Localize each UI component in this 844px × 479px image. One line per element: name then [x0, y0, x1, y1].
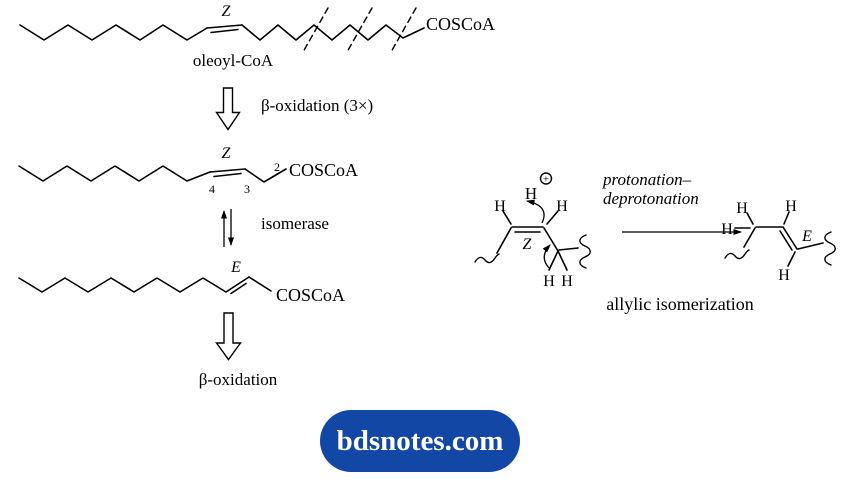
cis-double-bond-line1 [209, 168, 246, 173]
alkyl-chain-bond [248, 276, 272, 292]
down-block-arrow-icon [215, 312, 242, 361]
beta-oxidation-step2: β-oxidation [199, 312, 278, 389]
isomerase-label: isomerase [261, 214, 329, 233]
bond [743, 227, 756, 248]
curved-arrow-protonation-icon [526, 199, 545, 224]
proton-h-label: H [525, 184, 537, 203]
xi-squiggle-bond [824, 231, 836, 266]
carbon-number-4: 4 [209, 182, 215, 196]
mechanism-reaction-arrow-group: protonation– deprotonation [602, 170, 742, 235]
bond-h-vinyl-bottom [787, 251, 796, 267]
hydrogen-label: H [543, 273, 555, 290]
trans-double-bond-line1 [225, 276, 250, 293]
bond-ch2-hb [557, 250, 568, 271]
stereo-label-z: Z [222, 3, 232, 20]
bond-h-vinyl-right [546, 210, 559, 225]
reaction-title-line1: protonation– [602, 170, 692, 189]
hydrogen-label: H [721, 221, 733, 238]
step2-label: β-oxidation [199, 370, 278, 389]
down-block-arrow-icon [215, 87, 241, 131]
bond-h-vinyl-left [502, 210, 512, 225]
hydrogen-label: H [494, 198, 506, 215]
coscoa-label: COSCoA [289, 160, 358, 180]
bond [797, 242, 824, 250]
stereo-label-z: Z [222, 145, 232, 162]
hydrogen-label: H [561, 273, 573, 290]
step1-label: β-oxidation (3×) [261, 96, 373, 115]
stereo-label-e: E [801, 228, 812, 245]
oleoyl-coa-structure: Z COSCoA oleoyl-CoA [19, 3, 495, 70]
cleavage-dash-line [346, 7, 373, 53]
coscoa-label: COSCoA [276, 285, 345, 305]
mechanism-caption: allylic isomerization [606, 294, 753, 314]
cis-double-bond-line2 [210, 28, 239, 34]
plus-charge-circle-icon [539, 172, 553, 185]
alkyl-chain-bond [244, 168, 287, 183]
alkyl-chain-bond [19, 24, 208, 41]
mechanism-product: H H H H E [721, 198, 836, 284]
cis3-enoyl-coa-structure: Z 4 3 2 COSCoA [18, 145, 358, 196]
hydrogen-label: H [778, 267, 790, 284]
isomerase-step: isomerase [221, 209, 329, 247]
plus-charge-icon: + [543, 174, 549, 186]
bond-ch2-ha [548, 250, 559, 271]
squiggle-bond [724, 249, 750, 260]
bond [496, 227, 512, 254]
coscoa-label: COSCoA [426, 14, 495, 34]
xi-squiggle-bond [579, 234, 591, 269]
bond [543, 227, 559, 252]
stereo-label-z: Z [523, 236, 533, 253]
mechanism-reactant: + H H H Z H H [474, 172, 591, 290]
cis-double-bond-line2 [213, 172, 242, 178]
carbon-number-3: 3 [244, 182, 250, 196]
watermark-pill: bdsnotes.com [320, 410, 520, 472]
structure-name-label: oleoyl-CoA [193, 51, 274, 70]
cleavage-dash-line [302, 7, 329, 53]
reaction-title-line2: deprotonation [603, 189, 699, 208]
stereo-label-e: E [230, 259, 241, 276]
bond [558, 247, 579, 251]
trans2-enoyl-coa-structure: E COSCoA [18, 259, 345, 305]
alkyl-chain-bond [18, 165, 211, 182]
trans-double-bond-line1 [782, 226, 798, 250]
hydrogen-label: H [736, 200, 748, 217]
curved-arrow-deprotonation-icon [542, 244, 551, 269]
beta-oxidation-step1: β-oxidation (3×) [215, 87, 373, 131]
alkyl-chain-bond [18, 277, 227, 293]
alkyl-chain-bond [241, 24, 425, 41]
squiggle-bond [474, 253, 500, 264]
cis-double-bond-line1 [206, 24, 243, 29]
trans-double-bond-line2 [230, 282, 247, 295]
bond-h-ch2 [746, 212, 754, 225]
carbon-number-2: 2 [274, 160, 280, 174]
trans-double-bond-line2 [779, 230, 793, 251]
cleavage-dash-line [390, 7, 417, 53]
hydrogen-label: H [785, 198, 797, 215]
watermark-label: bdsnotes.com [336, 424, 504, 457]
hydrogen-label: H [556, 198, 568, 215]
bond-h-vinyl-top [783, 211, 790, 225]
